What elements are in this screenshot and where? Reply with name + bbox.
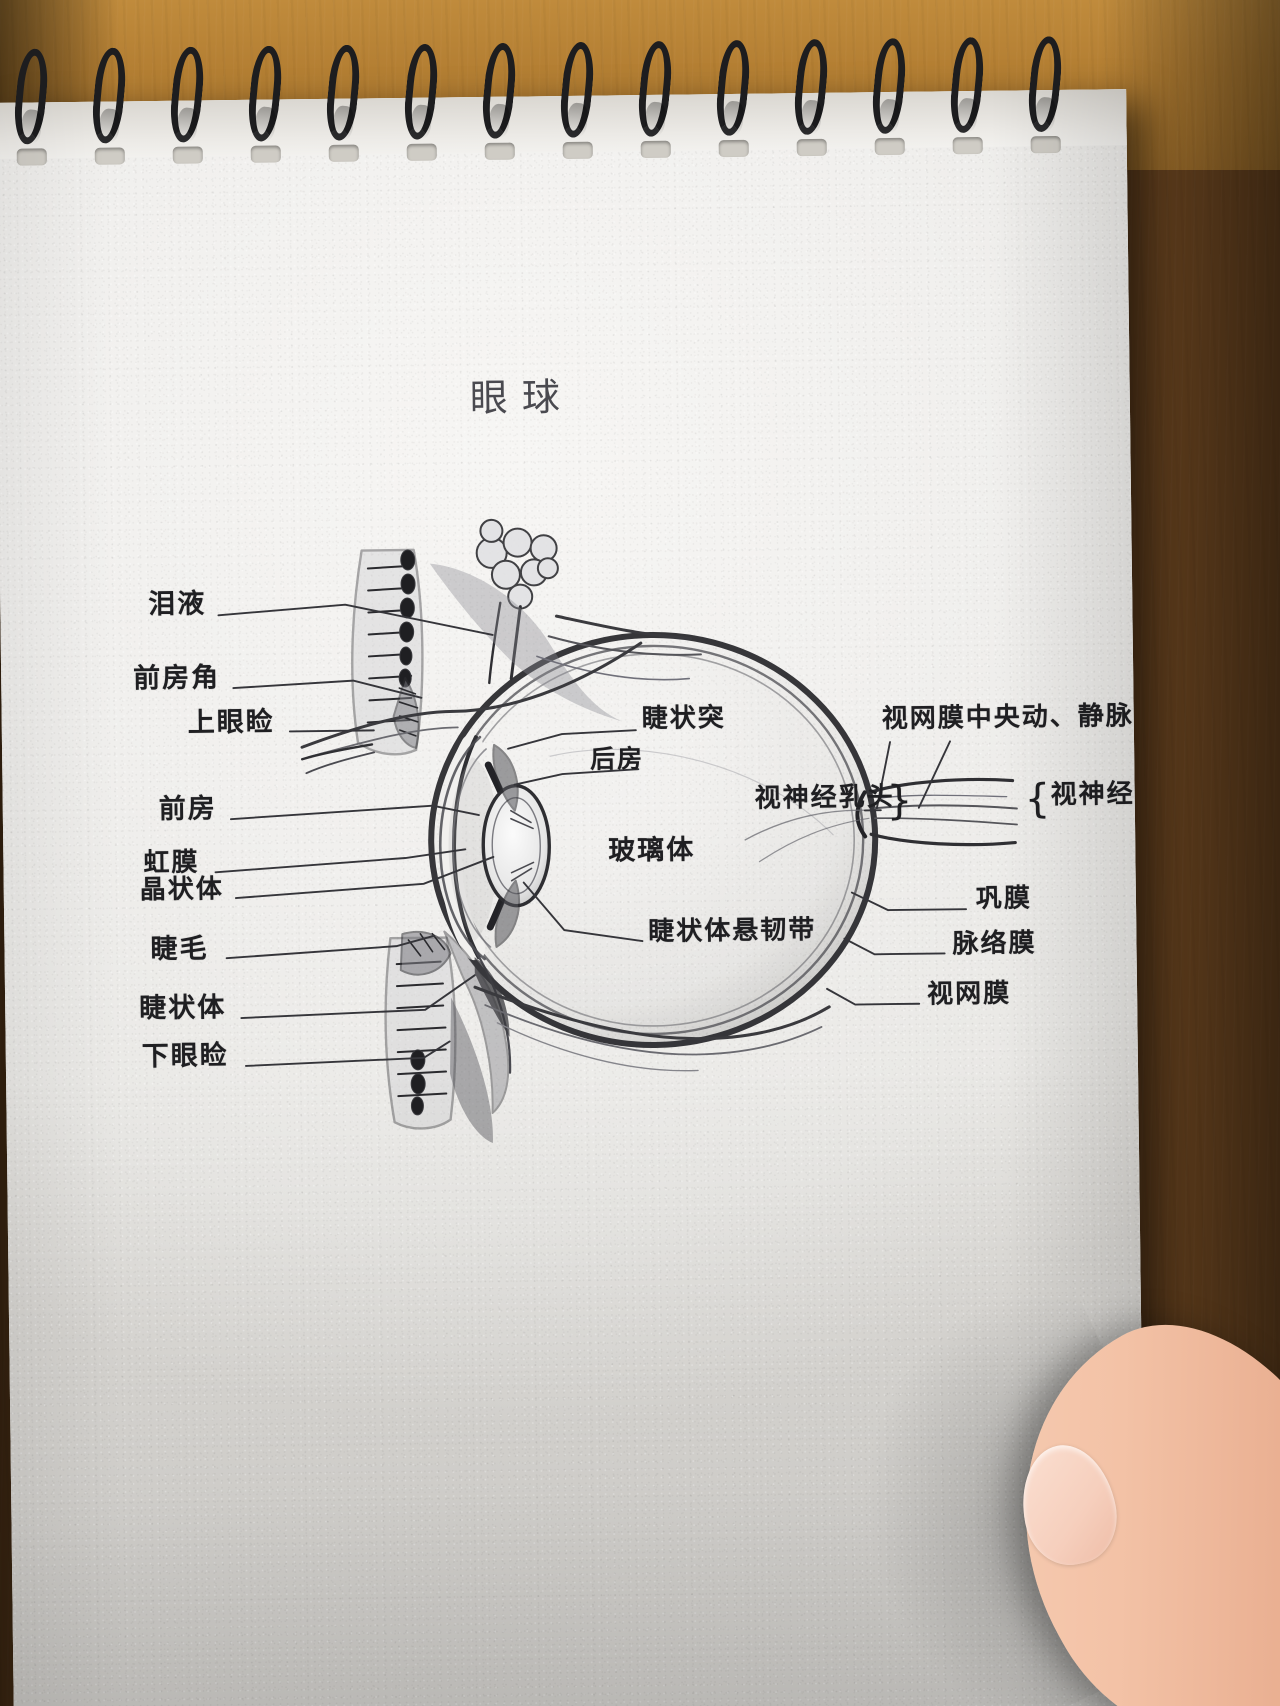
leader-line-anterior-chamber — [229, 804, 480, 821]
leader-line-lens — [234, 855, 495, 900]
leader-line-eyelashes — [225, 934, 436, 960]
leader-line-tear-fluid — [217, 603, 494, 636]
leader-line-central-retinal-vessels — [875, 740, 951, 810]
leader-line-ciliary-body — [240, 974, 476, 1019]
eyeball-sketch — [0, 89, 1146, 1706]
finger — [766, 1246, 1280, 1706]
leader-line-iris — [214, 848, 467, 874]
leader-line-posterior-chamber — [513, 768, 640, 786]
label-leader-lines — [0, 89, 1146, 1706]
leader-line-ciliary-processes — [507, 729, 637, 750]
sketch-svg — [300, 518, 1018, 1143]
leader-line-lower-eyelid — [244, 1040, 451, 1067]
leader-line-anterior-chamber-angle — [232, 679, 423, 699]
leaders-svg — [214, 603, 968, 1067]
notebook-page: 眼球 泪液前房角上眼睑前房虹膜晶状体睫毛睫状体下眼睑睫状突后房玻璃体睫状体悬韧带… — [0, 34, 1146, 1706]
leader-line-sclera — [850, 891, 968, 912]
leader-line-retina — [826, 987, 921, 1006]
leader-line-zonule-of-zinn — [522, 881, 644, 943]
leader-line-choroid — [843, 937, 946, 956]
leader-line-upper-eyelid — [288, 729, 375, 733]
